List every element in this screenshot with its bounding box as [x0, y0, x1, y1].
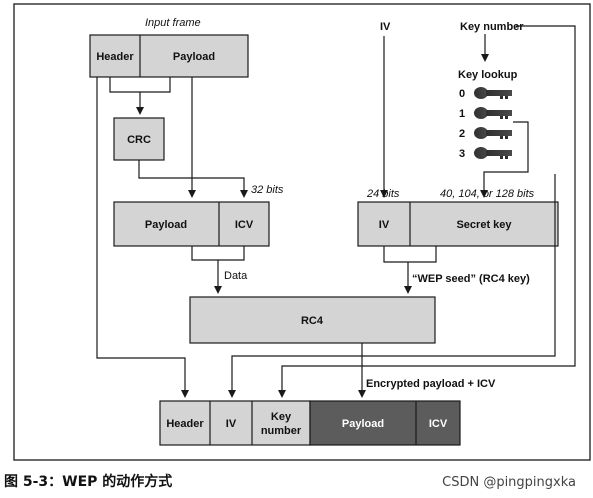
rc4-box [189, 296, 436, 344]
crc-box [113, 117, 165, 161]
key-index-0: 0 [459, 88, 465, 100]
output-key-number-line1: Key [271, 411, 292, 423]
outer-frame [13, 3, 591, 461]
iv-top-label: IV [380, 21, 391, 33]
key-number-label: Key number [460, 21, 524, 33]
key-index-2: 2 [459, 128, 465, 140]
output-dark-section [309, 400, 461, 446]
key-icon [474, 107, 512, 119]
figure-caption: 图 5-3：WEP 的动作方式 [4, 473, 172, 490]
payload-icv: Payload ICV [113, 201, 270, 247]
rc4-block: RC4 [189, 296, 436, 344]
bits-32-label: 32 bits [251, 184, 284, 196]
arrow-crc-to-icv [138, 160, 248, 198]
key-list: 0 1 2 3 [459, 87, 512, 160]
output-header: Header [166, 418, 204, 430]
bits-key-label: 40, 104, or 128 bits [440, 188, 535, 200]
iv-secret-key: Secret key [456, 219, 512, 231]
arrow-header-to-output [96, 77, 189, 398]
data-label: Data [224, 270, 248, 282]
arrow-key-number-to-output [278, 25, 576, 398]
iv-secret: IV Secret key [357, 201, 559, 247]
input-bracket [109, 77, 171, 93]
output-light-section [159, 400, 311, 446]
payload-icv-payload: Payload [145, 219, 187, 231]
seed-bracket [383, 246, 437, 263]
input-frame: Header Payload [89, 34, 249, 78]
crc-block: CRC [113, 117, 165, 161]
arrow-iv-to-output [228, 174, 556, 398]
iv-secret-iv: IV [379, 219, 390, 231]
output-icv: ICV [429, 418, 448, 430]
input-frame-payload: Payload [173, 51, 215, 63]
key-index-1: 1 [459, 108, 465, 120]
key-index-3: 3 [459, 148, 465, 160]
key-lookup-label: Key lookup [458, 69, 518, 81]
rc4-label: RC4 [301, 315, 324, 327]
input-frame-label: Input frame [145, 17, 201, 29]
input-frame-header: Header [96, 51, 134, 63]
output-key-number-line2: number [261, 425, 302, 437]
watermark: CSDN @pingpingxka [442, 475, 576, 490]
data-bracket [191, 246, 245, 261]
output-payload: Payload [342, 418, 384, 430]
key-icon [474, 127, 512, 139]
output-iv: IV [226, 418, 237, 430]
arrow-key-to-secret [480, 121, 529, 198]
iv-secret-box [357, 201, 559, 247]
bits-24-label: 24 bits [366, 188, 400, 200]
payload-icv-icv: ICV [235, 219, 254, 231]
crc-label: CRC [127, 134, 151, 146]
key-icon [474, 147, 512, 159]
payload-icv-box [113, 201, 270, 247]
wep-seed-label: “WEP seed” (RC4 key) [412, 273, 530, 285]
output-frame: Header IV Key number Payload ICV [159, 400, 461, 446]
input-frame-box [89, 34, 249, 78]
key-icon [474, 87, 512, 99]
encrypted-label: Encrypted payload + ICV [366, 378, 496, 390]
